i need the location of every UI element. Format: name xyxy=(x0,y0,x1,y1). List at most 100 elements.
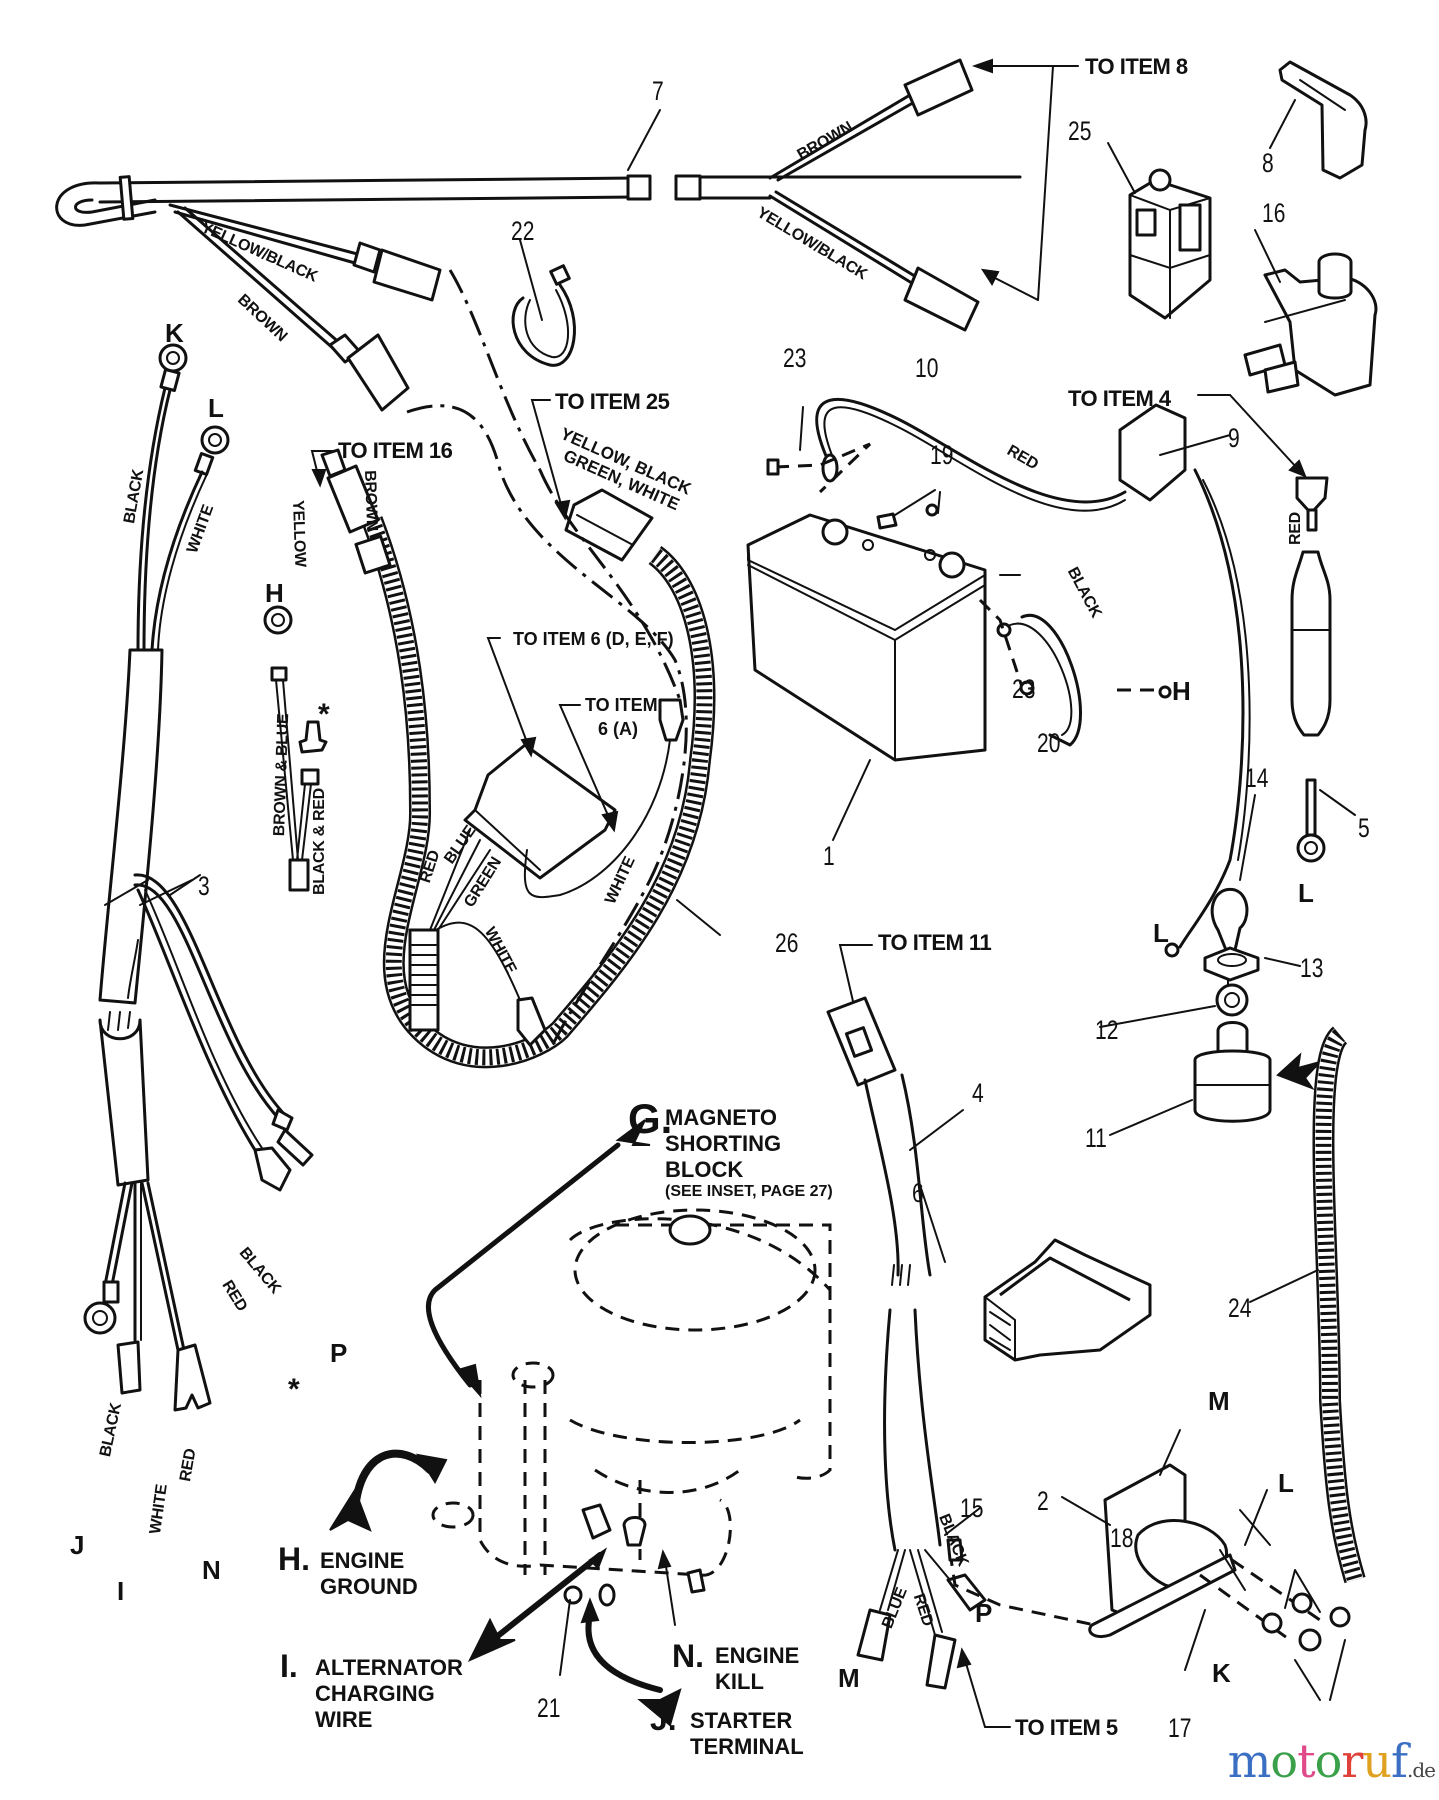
part-8-bracket xyxy=(1269,60,1368,180)
watermark-text: motoruf xyxy=(1227,1734,1408,1788)
note-j-line: STARTER xyxy=(690,1708,793,1733)
part-number: 19 xyxy=(930,440,954,470)
part-number: 25 xyxy=(1068,116,1092,146)
watermark-letter: t xyxy=(1297,1734,1315,1788)
part-number: 8 xyxy=(1262,148,1274,178)
note-j-letter: J. xyxy=(650,1701,677,1737)
ignition-parts xyxy=(1099,794,1324,1136)
wire-label-brown: BROWN xyxy=(361,469,381,532)
ground-lead xyxy=(263,605,328,892)
part-number: 3 xyxy=(198,871,210,901)
engine-arrows xyxy=(329,1119,682,1727)
part-number: 9 xyxy=(1228,423,1240,453)
terminal-m-solenoid: M xyxy=(1208,1386,1230,1416)
cable-tie-22 xyxy=(511,239,576,367)
note-n-line: ENGINE xyxy=(715,1643,800,1668)
note-i-line: CHARGING xyxy=(315,1680,435,1706)
terminal-n: N xyxy=(202,1555,221,1585)
battery-cables xyxy=(766,397,1251,958)
part-number: 18 xyxy=(1110,1523,1134,1553)
terminal-k-solenoid: K xyxy=(1212,1658,1231,1688)
part-number: 2 xyxy=(1037,1486,1049,1516)
callout-to-item-6-a-line1: TO ITEM xyxy=(585,695,658,715)
note-h-letter: H. xyxy=(278,1541,310,1577)
note-i-line: WIRE xyxy=(315,1706,373,1732)
part-number: 20 xyxy=(1037,728,1061,758)
part-number: 4 xyxy=(972,1078,984,1108)
callout-to-item-4: TO ITEM 4 xyxy=(1068,386,1171,411)
routing-lines xyxy=(406,269,688,1051)
callout-to-item-8: TO ITEM 8 xyxy=(1085,54,1188,79)
solenoid-2 xyxy=(944,1429,1351,1701)
note-j-letter-wrap: J. xyxy=(650,1703,677,1735)
part-number: 24 xyxy=(1228,1293,1252,1323)
terminal-h-battery: H xyxy=(1172,676,1191,706)
terminal-k-top: K xyxy=(165,318,184,348)
part-number: 5 xyxy=(1358,813,1370,843)
note-g-magneto: G. xyxy=(628,1098,672,1140)
watermark-letter: m xyxy=(1227,1734,1272,1788)
terminal-star-left: * xyxy=(318,698,330,731)
callout-to-item-11: TO ITEM 11 xyxy=(878,930,992,955)
part-number: 15 xyxy=(960,1493,984,1523)
part-number: 6 xyxy=(912,1178,924,1208)
note-h-letter-wrap: H. xyxy=(278,1543,310,1575)
note-i-letter: I. xyxy=(280,1648,298,1684)
part-number: 17 xyxy=(1168,1713,1192,1743)
note-g-subnote: (SEE INSET, PAGE 27) xyxy=(665,1182,833,1200)
part-number: 12 xyxy=(1095,1015,1119,1045)
part-16-switch xyxy=(1243,229,1378,397)
part-number: 14 xyxy=(1245,763,1269,793)
part-number: 22 xyxy=(511,216,535,246)
terminal-l-solenoid: L xyxy=(1278,1468,1294,1498)
terminal-l-top: L xyxy=(208,393,224,423)
callout-to-item-6-def: TO ITEM 6 (D, E, F) xyxy=(513,629,674,649)
part-number: 7 xyxy=(652,76,664,106)
terminal-h-left: H xyxy=(265,578,284,608)
part-number: 10 xyxy=(915,353,939,383)
note-g-text: MAGNETO SHORTING BLOCK (SEE INSET, PAGE … xyxy=(665,1105,833,1202)
note-g-line: SHORTING xyxy=(665,1130,782,1156)
note-j-line: TERMINAL xyxy=(690,1733,804,1759)
wire-label-yellow: YELLOW xyxy=(289,499,309,568)
note-g-letter: G. xyxy=(628,1095,673,1142)
part-number: 21 xyxy=(537,1693,561,1723)
note-n-letter-wrap: N. xyxy=(672,1640,704,1672)
harness-24 xyxy=(1249,1026,1366,1584)
watermark-logo: motoruf.de xyxy=(1227,1734,1436,1788)
note-g-line: BLOCK xyxy=(665,1156,744,1182)
part-number: 11 xyxy=(1085,1123,1107,1153)
terminal-p-mid: P xyxy=(330,1338,348,1368)
note-n-text: ENGINE KILL xyxy=(715,1643,799,1695)
part-number: 23 xyxy=(1012,674,1036,704)
part-25-relay xyxy=(1107,142,1212,320)
callout-to-item-25: TO ITEM 25 xyxy=(555,389,670,414)
harness-7 xyxy=(55,58,1022,412)
part-number: 26 xyxy=(775,928,799,958)
part-number: 1 xyxy=(823,841,835,871)
part-number: 16 xyxy=(1262,198,1286,228)
part-6-connector xyxy=(919,1184,1152,1362)
watermark-letter: o xyxy=(1314,1734,1343,1788)
terminal-m-h4: M xyxy=(838,1663,860,1693)
engine-outline xyxy=(431,1208,832,1676)
note-h-line: ENGINE xyxy=(320,1548,405,1573)
callout-to-item-6-a-line2: 6 (A) xyxy=(598,719,638,739)
wire-label-fuse-red: RED xyxy=(1287,512,1304,545)
wire-label-black-red: BLACK & RED xyxy=(311,788,328,895)
watermark-letter: f xyxy=(1390,1734,1408,1788)
note-g-line: MAGNETO xyxy=(665,1105,778,1130)
note-j-text: STARTER TERMINAL xyxy=(690,1708,804,1760)
note-n-letter: N. xyxy=(672,1638,704,1674)
note-h-line: GROUND xyxy=(320,1573,418,1599)
fuse-holder-5 xyxy=(1290,476,1356,863)
battery-1 xyxy=(746,513,987,841)
note-i-text: ALTERNATOR CHARGING WIRE xyxy=(315,1655,463,1733)
watermark-letter: u xyxy=(1362,1734,1392,1788)
note-h-text: ENGINE GROUND xyxy=(320,1548,418,1600)
terminal-j: J xyxy=(70,1530,85,1560)
harness-26 xyxy=(169,448,721,1069)
watermark-letter: r xyxy=(1341,1734,1363,1788)
part-number: 13 xyxy=(1300,953,1324,983)
note-n-line: KILL xyxy=(715,1668,764,1694)
